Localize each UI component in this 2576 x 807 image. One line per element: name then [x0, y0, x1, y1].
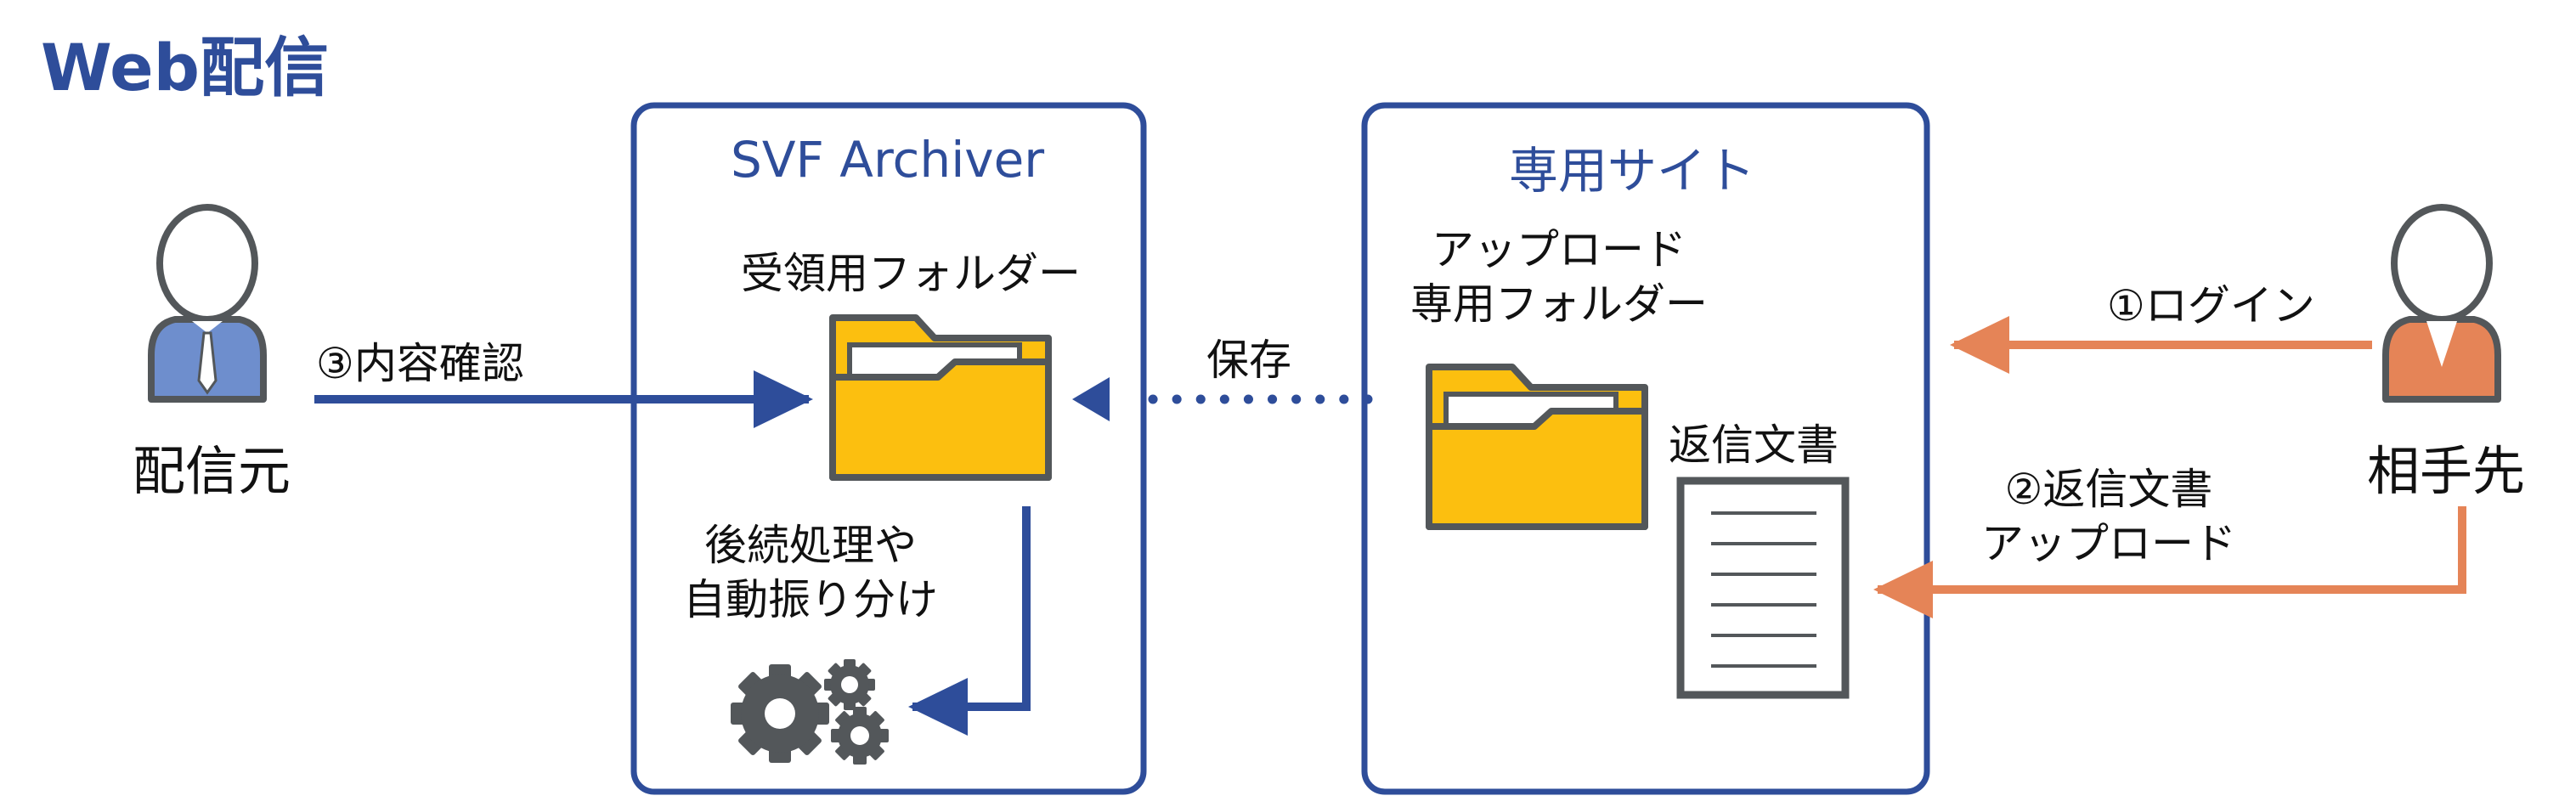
upload-edge-label: ②返信文書 アップロード — [1930, 462, 2287, 571]
gears-icon — [731, 659, 889, 765]
dedicated-site-title: 専用サイト — [1509, 142, 1756, 200]
upload-folder-icon — [1426, 364, 1648, 530]
svf-archiver-box — [630, 102, 1147, 795]
process-arrow — [908, 506, 1031, 736]
page-title: Web配信 — [41, 30, 330, 105]
upload-folder-label-line-1: アップロード — [1432, 225, 1686, 274]
receiving-folder-label: 受領用フォルダー — [741, 249, 1081, 298]
process-label: 後続処理や 自動振り分け — [666, 518, 955, 627]
process-label-line-1: 後続処理や — [704, 521, 917, 570]
upload-folder-label-line-2: 専用フォルダー — [1410, 279, 1708, 329]
recipient-person-icon — [2382, 204, 2501, 403]
reply-document-icon — [1676, 477, 1850, 699]
upload-folder-label: アップロード 専用フォルダー — [1393, 223, 1725, 331]
save-arrowhead — [1072, 377, 1110, 421]
receiving-folder-icon — [829, 314, 1052, 481]
confirm-edge-label: ③内容確認 — [316, 339, 524, 388]
login-edge-label: ①ログイン — [2107, 281, 2315, 330]
sender-person-icon — [148, 204, 267, 403]
svf-archiver-title: SVF Archiver — [731, 131, 1045, 189]
recipient-label: 相手先 — [2367, 440, 2526, 502]
sender-label: 配信元 — [133, 440, 291, 502]
reply-document-label: 返信文書 — [1669, 420, 1839, 470]
dedicated-site-box — [1361, 102, 1930, 795]
upload-arrow — [1873, 506, 2466, 618]
upload-edge-label-line-1: ②返信文書 — [2004, 465, 2213, 514]
process-label-line-2: 自動振り分け — [683, 575, 938, 624]
save-edge-label: 保存 — [1206, 336, 1291, 385]
upload-edge-label-line-2: アップロード — [1981, 519, 2236, 568]
